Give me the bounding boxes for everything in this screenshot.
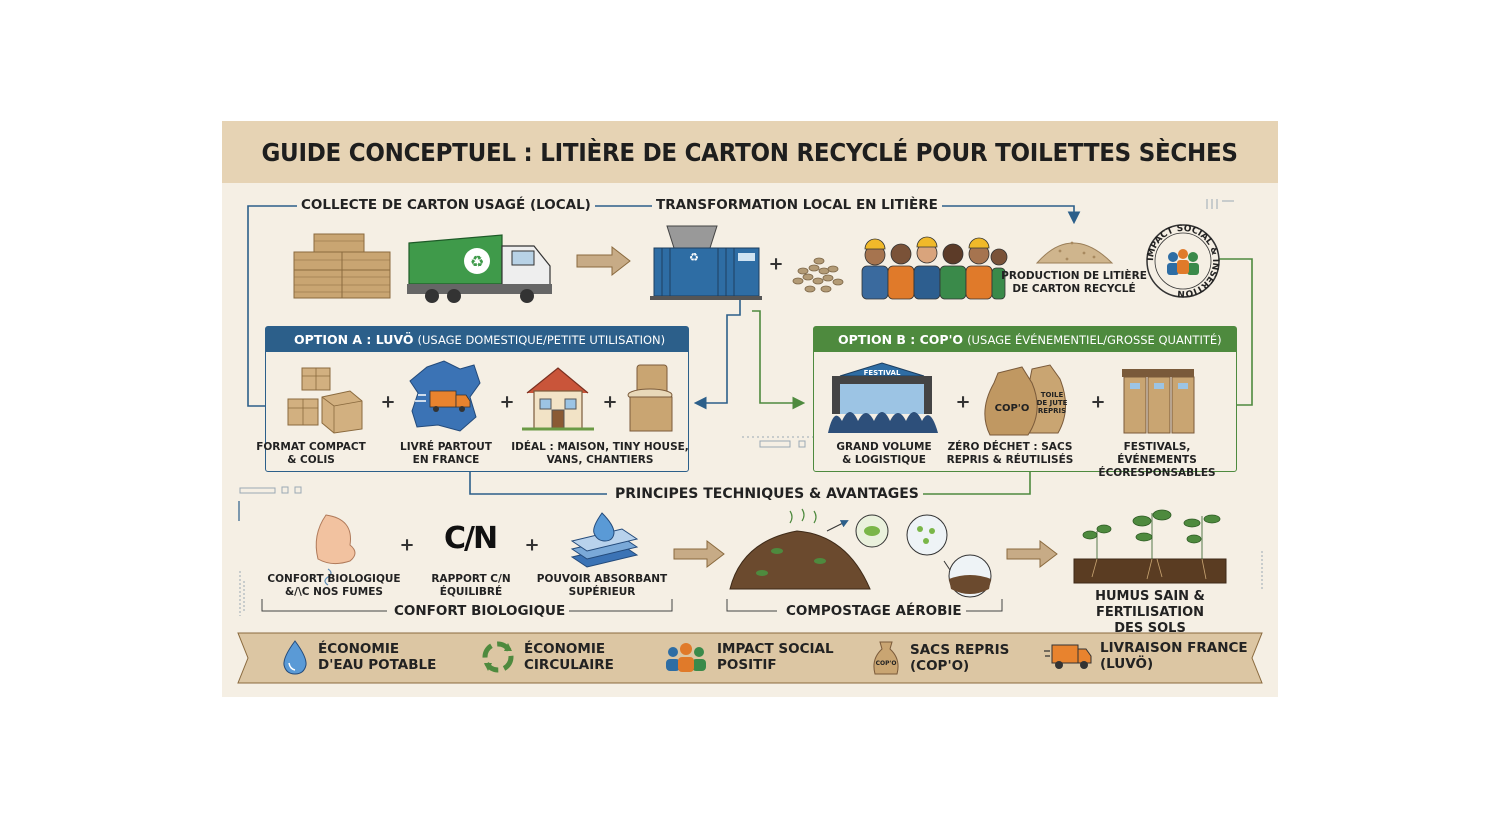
- option-a-subtitle: (USAGE DOMESTIQUE/PETITE UTILISATION): [418, 333, 666, 347]
- sack-icon: COP'O: [870, 639, 902, 677]
- option-b-caption: FESTIVALS, ÉVÉNEMENTS ÉCORESPONSABLES: [1097, 441, 1218, 480]
- option-b-title: OPTION B : COP'O: [838, 332, 963, 347]
- plus-sign: +: [380, 392, 395, 413]
- benefit-label: ÉCONOMIE D'EAU POTABLE: [318, 641, 436, 673]
- option-b-caption: GRAND VOLUME & LOGISTIQUE: [836, 441, 931, 467]
- comfort-group-label: CONFORT BIOLOGIQUE: [390, 603, 569, 619]
- option-b-header: OPTION B : COP'O (USAGE ÉVÉNEMENTIEL/GRO…: [814, 327, 1236, 352]
- plus-sign: +: [602, 392, 617, 413]
- humus-label: HUMUS SAIN & FERTILISATION DES SOLS: [1086, 589, 1214, 637]
- plus-sign: +: [768, 254, 783, 275]
- principle-caption: CONFORT BIOLOGIQUE &/\C NOS FUMES: [267, 573, 400, 599]
- benefit-circular: ÉCONOMIE CIRCULAIRE: [480, 639, 614, 675]
- benefit-label: SACS REPRIS (COP'O): [910, 642, 1009, 674]
- principles-label: PRINCIPES TECHNIQUES & AVANTAGES: [611, 486, 923, 502]
- option-b-subtitle: (USAGE ÉVÉNEMENTIEL/GROSSE QUANTITÉ): [967, 333, 1222, 347]
- principle-caption: RAPPORT C/N ÉQUILIBRÉ: [431, 573, 510, 599]
- option-a-title: OPTION A : LUVÖ: [294, 332, 414, 347]
- benefits-banner: ÉCONOMIE D'EAU POTABLE ÉCONOMIE CIRCULAI…: [238, 633, 1262, 683]
- plus-sign: +: [399, 535, 414, 556]
- benefit-label: IMPACT SOCIAL POSITIF: [717, 641, 834, 673]
- benefit-social: IMPACT SOCIAL POSITIF: [663, 639, 834, 675]
- option-a-caption: FORMAT COMPACT & COLIS: [256, 441, 366, 467]
- water-drop-icon: [280, 639, 310, 675]
- plus-sign: +: [524, 535, 539, 556]
- sack-label-copo: COP'O: [995, 403, 1030, 414]
- benefit-label: LIVRAISON FRANCE (LUVÖ): [1100, 640, 1248, 672]
- option-a-header: OPTION A : LUVÖ (USAGE DOMESTIQUE/PETITE…: [266, 327, 688, 352]
- healthy-soil-plants-icon: [222, 121, 223, 122]
- compost-label: COMPOSTAGE AÉROBIE: [782, 603, 966, 619]
- delivery-truck-icon: [1044, 639, 1092, 673]
- festival-sign: FESTIVAL: [864, 369, 901, 377]
- benefit-sacks: COP'O SACS REPRIS (COP'O): [870, 639, 1009, 677]
- transform-label: TRANSFORMATION LOCAL EN LITIÈRE: [652, 197, 942, 213]
- plus-sign: +: [499, 392, 514, 413]
- option-b-caption: ZÉRO DÉCHET : SACS REPRIS & RÉUTILISÉS: [947, 441, 1074, 467]
- svg-text:♻: ♻: [689, 251, 699, 264]
- production-label: PRODUCTION DE LITIÈRE DE CARTON RECYCLÉ: [1001, 270, 1147, 296]
- principle-caption: POUVOIR ABSORBANT SUPÉRIEUR: [537, 573, 667, 599]
- collect-label: COLLECTE DE CARTON USAGÉ (LOCAL): [297, 197, 595, 213]
- cn-ratio-symbol: C/N: [444, 521, 496, 556]
- benefit-label: ÉCONOMIE CIRCULAIRE: [524, 641, 614, 673]
- sack-label-jute: TOILE DE JUTE REPRIS: [1037, 391, 1068, 415]
- plus-sign: +: [1090, 392, 1105, 413]
- benefit-delivery: LIVRAISON FRANCE (LUVÖ): [1044, 639, 1248, 673]
- circular-arrows-icon: [480, 639, 516, 675]
- option-a-caption: IDÉAL : MAISON, TINY HOUSE, VANS, CHANTI…: [511, 441, 689, 467]
- people-icon: [663, 639, 709, 675]
- option-a-caption: LIVRÉ PARTOUT EN FRANCE: [400, 441, 492, 467]
- plus-sign: +: [955, 392, 970, 413]
- svg-text:♻: ♻: [470, 252, 484, 271]
- benefit-water: ÉCONOMIE D'EAU POTABLE: [280, 639, 436, 675]
- infographic-card: GUIDE CONCEPTUEL : LITIÈRE DE CARTON REC…: [222, 121, 1278, 697]
- sack-icon-text: COP'O: [876, 660, 897, 667]
